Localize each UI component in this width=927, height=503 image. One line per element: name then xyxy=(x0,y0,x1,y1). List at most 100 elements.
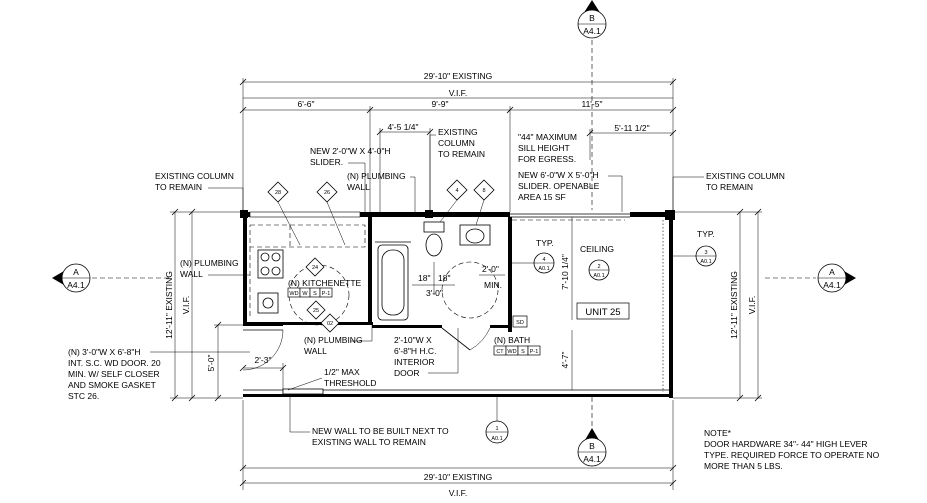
svg-text:INT. S.C. WD DOOR. 20: INT. S.C. WD DOOR. 20 xyxy=(68,358,161,368)
svg-text:TYPE. REQUIRED FORCE TO OPERAT: TYPE. REQUIRED FORCE TO OPERATE NO xyxy=(704,450,880,460)
svg-text:WALL: WALL xyxy=(347,182,370,192)
note-new-slider: NEW 2'-0"W X 4'-0"H SLIDER. xyxy=(310,146,391,212)
dim-vif-top: V.I.F. xyxy=(449,88,468,98)
svg-text:NEW WALL TO BE BUILT NEXT TO: NEW WALL TO BE BUILT NEXT TO xyxy=(312,426,449,436)
svg-text:2: 2 xyxy=(597,264,600,270)
dim-entry-width: 2'-3" xyxy=(255,355,272,365)
svg-text:DOOR: DOOR xyxy=(394,368,420,378)
svg-text:AREA 15 SF: AREA 15 SF xyxy=(518,192,566,202)
svg-text:AND SMOKE GASKET: AND SMOKE GASKET xyxy=(68,380,156,390)
svg-text:S: S xyxy=(313,291,317,297)
svg-text:(N) PLUMBING: (N) PLUMBING xyxy=(347,171,406,181)
svg-text:"44" MAXIMUM: "44" MAXIMUM xyxy=(518,132,577,142)
svg-text:COLUMN: COLUMN xyxy=(438,138,475,148)
svg-text:1: 1 xyxy=(495,426,498,432)
svg-text:26: 26 xyxy=(324,190,330,196)
dim-fix18a: 18" xyxy=(418,273,430,283)
general-note: NOTE* DOOR HARDWARE 34"- 44" HIGH LEVER … xyxy=(704,428,880,471)
unit-box xyxy=(576,302,630,320)
svg-text:8: 8 xyxy=(482,188,485,194)
note-threshold: 1/2" MAX THRESHOLD xyxy=(287,367,376,391)
svg-text:SLIDER.: SLIDER. xyxy=(310,157,343,167)
dim-seg2: 9'-9" xyxy=(432,99,449,109)
svg-text:A0.1: A0.1 xyxy=(700,259,711,265)
svg-text:THRESHOLD: THRESHOLD xyxy=(324,378,376,388)
svg-text:4: 4 xyxy=(542,257,545,263)
section-marker-left: A A4.1 xyxy=(52,263,170,293)
dim-column: 4'-5 1/4" xyxy=(387,122,418,132)
svg-text:WALL: WALL xyxy=(180,269,203,279)
dim-fix20: 2'-0" xyxy=(482,264,499,274)
svg-text:6'-8"H H.C.: 6'-8"H H.C. xyxy=(394,346,436,356)
note-interior-door: 2'-10"W X 6'-8"H H.C. INTERIOR DOOR xyxy=(394,328,459,378)
ceiling-tag: CEILING 2 A0.1 xyxy=(580,244,614,281)
svg-text:FOR EGRESS.: FOR EGRESS. xyxy=(518,154,576,164)
svg-text:MIN. W/ SELF CLOSER: MIN. W/ SELF CLOSER xyxy=(68,369,160,379)
section-marker-top: B A4.1 xyxy=(577,0,607,210)
svg-text:MORE THAN 5 LBS.: MORE THAN 5 LBS. xyxy=(704,461,783,471)
svg-text:INTERIOR: INTERIOR xyxy=(394,357,435,367)
svg-text:P-1: P-1 xyxy=(530,349,539,355)
note-plumbing-left: (N) PLUMBING WALL xyxy=(180,258,250,279)
note-existing-column-left: EXISTING COLUMN TO REMAIN xyxy=(155,171,244,210)
svg-text:SLIDER. OPENABLE: SLIDER. OPENABLE xyxy=(518,181,600,191)
keynote-26: 26 xyxy=(316,181,346,246)
svg-text:S: S xyxy=(521,349,525,355)
svg-text:02: 02 xyxy=(327,321,333,327)
svg-text:A4.1: A4.1 xyxy=(823,280,841,290)
keynote-02: 02 xyxy=(320,313,340,333)
room-kitchenette: (N) KITCHENETTE xyxy=(288,278,362,288)
keynote-28: 28 xyxy=(267,181,301,246)
dim-fix30: 3'-0" xyxy=(426,288,443,298)
bottom-detail-tag: 1 A0.1 xyxy=(485,397,509,444)
note-existing-column-center: EXISTING COLUMN TO REMAIN xyxy=(429,127,485,210)
svg-text:W: W xyxy=(302,291,308,297)
svg-text:1/2" MAX: 1/2" MAX xyxy=(324,367,360,377)
svg-text:B: B xyxy=(589,13,595,23)
svg-text:TO REMAIN: TO REMAIN xyxy=(706,182,753,192)
room-bath: (N) BATH xyxy=(494,335,530,345)
svg-text:A0.1: A0.1 xyxy=(538,266,549,272)
svg-text:STC 26.: STC 26. xyxy=(68,391,99,401)
section-marker-bottom: B A4.1 xyxy=(577,397,607,467)
section-marker-right: A A4.1 xyxy=(765,263,856,293)
svg-text:P-1: P-1 xyxy=(322,291,331,297)
svg-text:24: 24 xyxy=(312,265,318,271)
svg-text:A4.1: A4.1 xyxy=(583,26,601,36)
note-slider-egress: NEW 6'-0"W X 5'-0"H SLIDER. OPENABLE ARE… xyxy=(518,170,623,212)
keynote-8: 8 xyxy=(473,179,495,226)
kitchen-finish-tags: WD W S P-1 xyxy=(287,287,333,298)
note-sill: "44" MAXIMUM SILL HEIGHT FOR EGRESS. xyxy=(518,132,577,164)
typ-tag-4: TYP. 4 A0.1 xyxy=(512,238,555,274)
dim-vif-bottom: V.I.F. xyxy=(449,488,468,498)
keynote-24: 24 xyxy=(305,257,325,277)
note-plumbing-bottom: (N) PLUMBING WALL xyxy=(304,325,373,356)
svg-text:NEW 2'-0"W X 4'-0"H: NEW 2'-0"W X 4'-0"H xyxy=(310,146,391,156)
svg-text:CT: CT xyxy=(496,349,504,355)
dim-bath-h: 7'-10 1/4" xyxy=(560,254,570,290)
svg-text:25: 25 xyxy=(313,308,319,314)
svg-text:A: A xyxy=(73,267,79,277)
svg-text:NEW 6'-0"W X 5'-0"H: NEW 6'-0"W X 5'-0"H xyxy=(518,170,599,180)
svg-text:A: A xyxy=(829,267,835,277)
dim-fix-min: MIN. xyxy=(484,280,502,290)
dim-bath-lower: 4'-7" xyxy=(560,352,570,369)
dim-right: 5'-11 1/2" xyxy=(614,123,649,133)
sd-label: SD xyxy=(516,320,524,326)
bath-finish-tags: CT WD S P-1 xyxy=(493,345,541,356)
dim-entry-depth: 5'-0" xyxy=(206,355,216,372)
svg-text:(N) PLUMBING: (N) PLUMBING xyxy=(180,258,239,268)
svg-text:EXISTING COLUMN: EXISTING COLUMN xyxy=(155,171,234,181)
svg-text:2'-10"W X: 2'-10"W X xyxy=(394,335,432,345)
svg-text:A4.1: A4.1 xyxy=(583,454,601,464)
unit-label: UNIT 25 xyxy=(585,307,620,318)
note-entry-door: (N) 3'-0"W X 6'-8"H INT. S.C. WD DOOR. 2… xyxy=(68,347,250,401)
svg-text:3: 3 xyxy=(704,250,707,256)
svg-text:DOOR HARDWARE 34"- 44" HIGH LE: DOOR HARDWARE 34"- 44" HIGH LEVER xyxy=(704,439,867,449)
svg-text:(N) PLUMBING: (N) PLUMBING xyxy=(304,335,363,345)
svg-text:NOTE*: NOTE* xyxy=(704,428,732,438)
svg-text:WD: WD xyxy=(289,291,298,297)
svg-text:WD: WD xyxy=(507,349,516,355)
svg-text:SILL HEIGHT: SILL HEIGHT xyxy=(518,143,570,153)
